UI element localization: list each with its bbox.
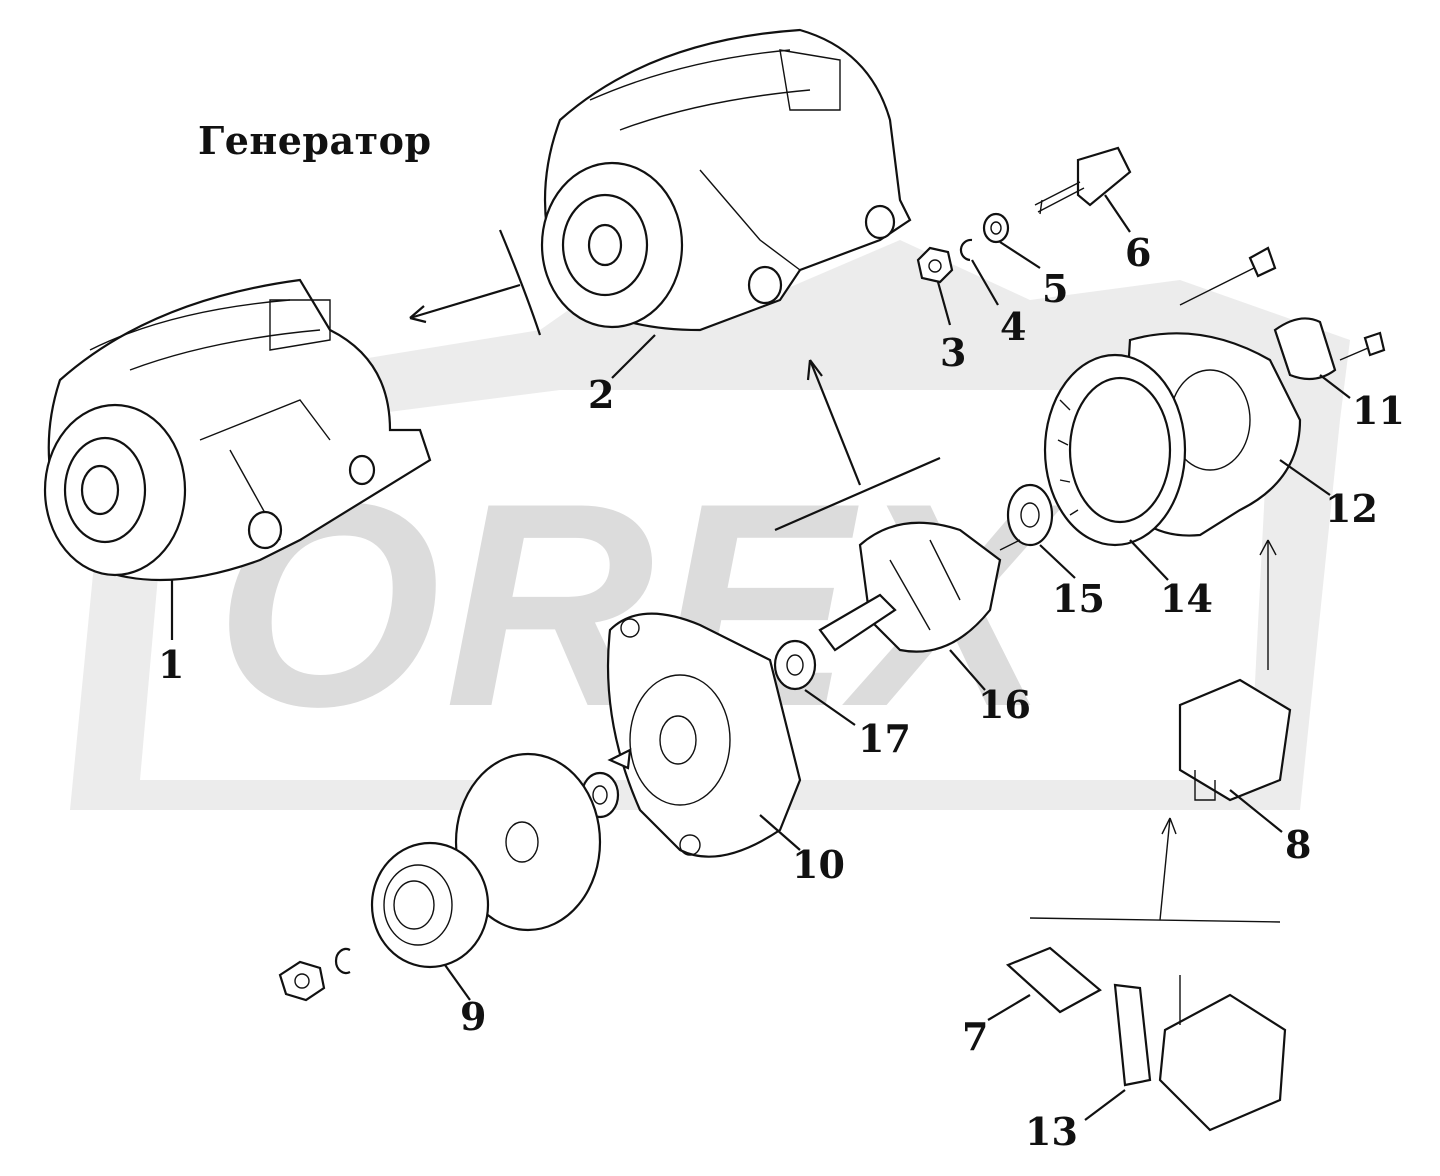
regulator-kit (1005, 817, 1287, 1132)
callout-8: 8 (1285, 822, 1311, 867)
diagram-title: Генератор (198, 118, 432, 163)
spacer-17 (773, 639, 817, 691)
voltage-regulator (1178, 539, 1292, 802)
arrow-to-2 (808, 359, 862, 486)
rotor (818, 521, 1021, 653)
front-housing (606, 612, 802, 858)
callout-numbers: 1 2 3 4 5 6 7 8 9 10 11 12 13 14 15 16 1… (158, 230, 1405, 1154)
pulley (278, 841, 490, 1002)
callout-10: 10 (792, 842, 845, 887)
stator (1043, 353, 1187, 547)
callout-17: 17 (858, 716, 911, 761)
callout-11: 11 (1352, 388, 1405, 433)
alternator-assembly-2 (540, 28, 912, 332)
leader-lines (170, 194, 1351, 1121)
callout-3: 3 (940, 330, 966, 375)
callout-13: 13 (1025, 1109, 1078, 1154)
callout-5: 5 (1042, 266, 1068, 311)
callout-4: 4 (1000, 304, 1026, 349)
callout-6: 6 (1125, 230, 1151, 275)
arrow-2-to-1 (409, 283, 521, 320)
callout-14: 14 (1160, 576, 1213, 621)
callout-12: 12 (1325, 486, 1378, 531)
fan-and-spacer (454, 748, 632, 932)
callout-9: 9 (460, 994, 486, 1039)
stud-bolt (1034, 146, 1132, 215)
alternator-assembly-1 (43, 278, 432, 582)
callout-16: 16 (978, 682, 1031, 727)
callout-7: 7 (962, 1014, 988, 1059)
callout-15: 15 (1052, 576, 1105, 621)
callout-2: 2 (588, 372, 614, 417)
nut-and-washers (916, 212, 1010, 284)
terminal-cover (1179, 246, 1386, 381)
watermark: OREX (70, 240, 1350, 810)
callout-1: 1 (158, 642, 184, 687)
bearing-15 (1006, 483, 1054, 547)
